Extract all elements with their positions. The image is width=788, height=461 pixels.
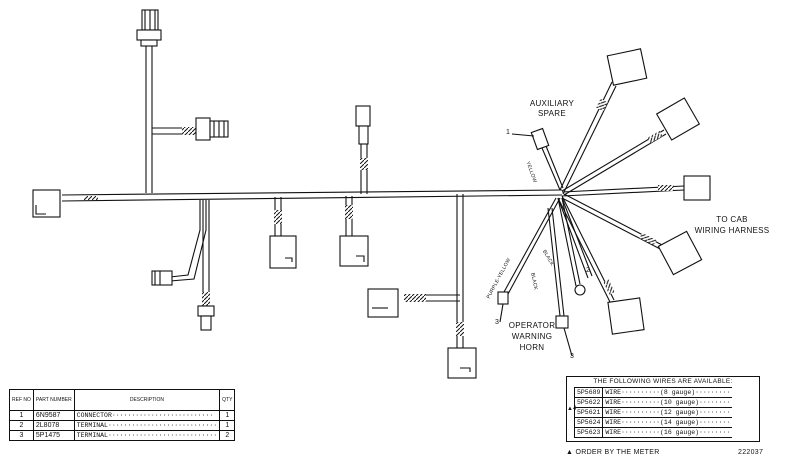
warning-label: WARNING	[511, 332, 553, 341]
wiring-harness-label: WIRING HARNESS	[694, 226, 770, 235]
row-desc: TERMINAL····························	[73, 420, 221, 431]
row-ref: 1	[9, 410, 34, 421]
wires-table: 5P5689 WIRE··········(8 gauge)········· …	[573, 387, 733, 438]
row-desc: TERMINAL····························	[73, 430, 221, 441]
wire-desc: WIRE··········(8 gauge)·········	[602, 387, 733, 398]
wire-desc: WIRE··········(14 gauge)········	[602, 417, 733, 428]
row-part: 5P1475	[32, 430, 75, 441]
wire-desc: WIRE··········(16 gauge)········	[602, 427, 733, 438]
wire-part: 5P5624	[573, 417, 604, 428]
row-qty: 1	[219, 410, 236, 421]
order-marker: ▲4	[567, 406, 577, 412]
row-part: 6N9587	[32, 410, 75, 421]
parts-table-header: REF NO PART NUMBER DESCRIPTION QTY	[9, 389, 236, 411]
wire-desc: WIRE··········(12 gauge)········	[602, 407, 733, 418]
header-description: DESCRIPTION	[73, 389, 221, 411]
wire-part: 5P5622	[573, 397, 604, 408]
row-ref: 3	[9, 430, 34, 441]
horn-label: HORN	[519, 343, 545, 352]
header-ref-no: REF NO	[9, 389, 34, 411]
callout-3a: 3	[495, 319, 500, 326]
order-note: ▲ ORDER BY THE METER	[566, 449, 660, 456]
left-end-connector	[32, 189, 61, 218]
table-row: 5P5622 WIRE··········(10 gauge)········	[573, 397, 733, 408]
callout-1: 1	[506, 129, 511, 136]
header-qty: QTY	[219, 389, 236, 411]
table-row: 5P5624 WIRE··········(14 gauge)········	[573, 417, 733, 428]
to-cab-label: TO CAB	[716, 215, 748, 224]
wire-part: 5P5689	[573, 387, 604, 398]
cab-fanout	[557, 48, 711, 335]
row-qty: 2	[219, 430, 236, 441]
table-row: 5P5621 WIRE··········(12 gauge)········	[573, 407, 733, 418]
right-lower-branch	[367, 194, 477, 379]
side-round-connector	[152, 117, 229, 141]
row-desc: CONNECTOR··························	[73, 410, 221, 421]
callout-2: 2	[586, 267, 591, 274]
top-round-connector	[136, 9, 162, 193]
wire-desc: WIRE··········(10 gauge)········	[602, 397, 733, 408]
row-part: 2L8078	[32, 420, 75, 431]
auxiliary-label: AUXILIARY	[529, 99, 575, 108]
wires-title: THE FOLLOWING WIRES ARE AVAILABLE:	[593, 378, 733, 385]
spare-label: SPARE	[537, 109, 567, 118]
figure-number: 222037	[738, 449, 764, 456]
table-row: 1 6N9587 CONNECTOR······················…	[9, 410, 236, 421]
horn-branches	[497, 197, 593, 357]
bottom-left-branch	[151, 200, 215, 331]
available-wires-box: THE FOLLOWING WIRES ARE AVAILABLE: 5P568…	[566, 376, 760, 442]
wire-part: 5P5623	[573, 427, 604, 438]
center-drop-connectors	[269, 196, 369, 269]
callout-3b: 3	[570, 353, 575, 360]
top-center-connector	[355, 105, 371, 194]
table-row: 3 5P1475 TERMINAL·······················…	[9, 430, 236, 441]
parts-table: REF NO PART NUMBER DESCRIPTION QTY 1 6N9…	[9, 389, 236, 441]
table-row: 5P5689 WIRE··········(8 gauge)·········	[573, 387, 733, 398]
auxiliary-spare-branch	[511, 127, 564, 191]
main-trunk	[61, 189, 563, 202]
table-row: 5P5623 WIRE··········(16 gauge)········	[573, 427, 733, 438]
header-part-number: PART NUMBER	[32, 389, 75, 411]
operator-label: OPERATOR	[508, 321, 556, 330]
row-ref: 2	[9, 420, 34, 431]
row-qty: 1	[219, 420, 236, 431]
wire-part: 5P5621	[573, 407, 604, 418]
table-row: 2 2L8078 TERMINAL·······················…	[9, 420, 236, 431]
